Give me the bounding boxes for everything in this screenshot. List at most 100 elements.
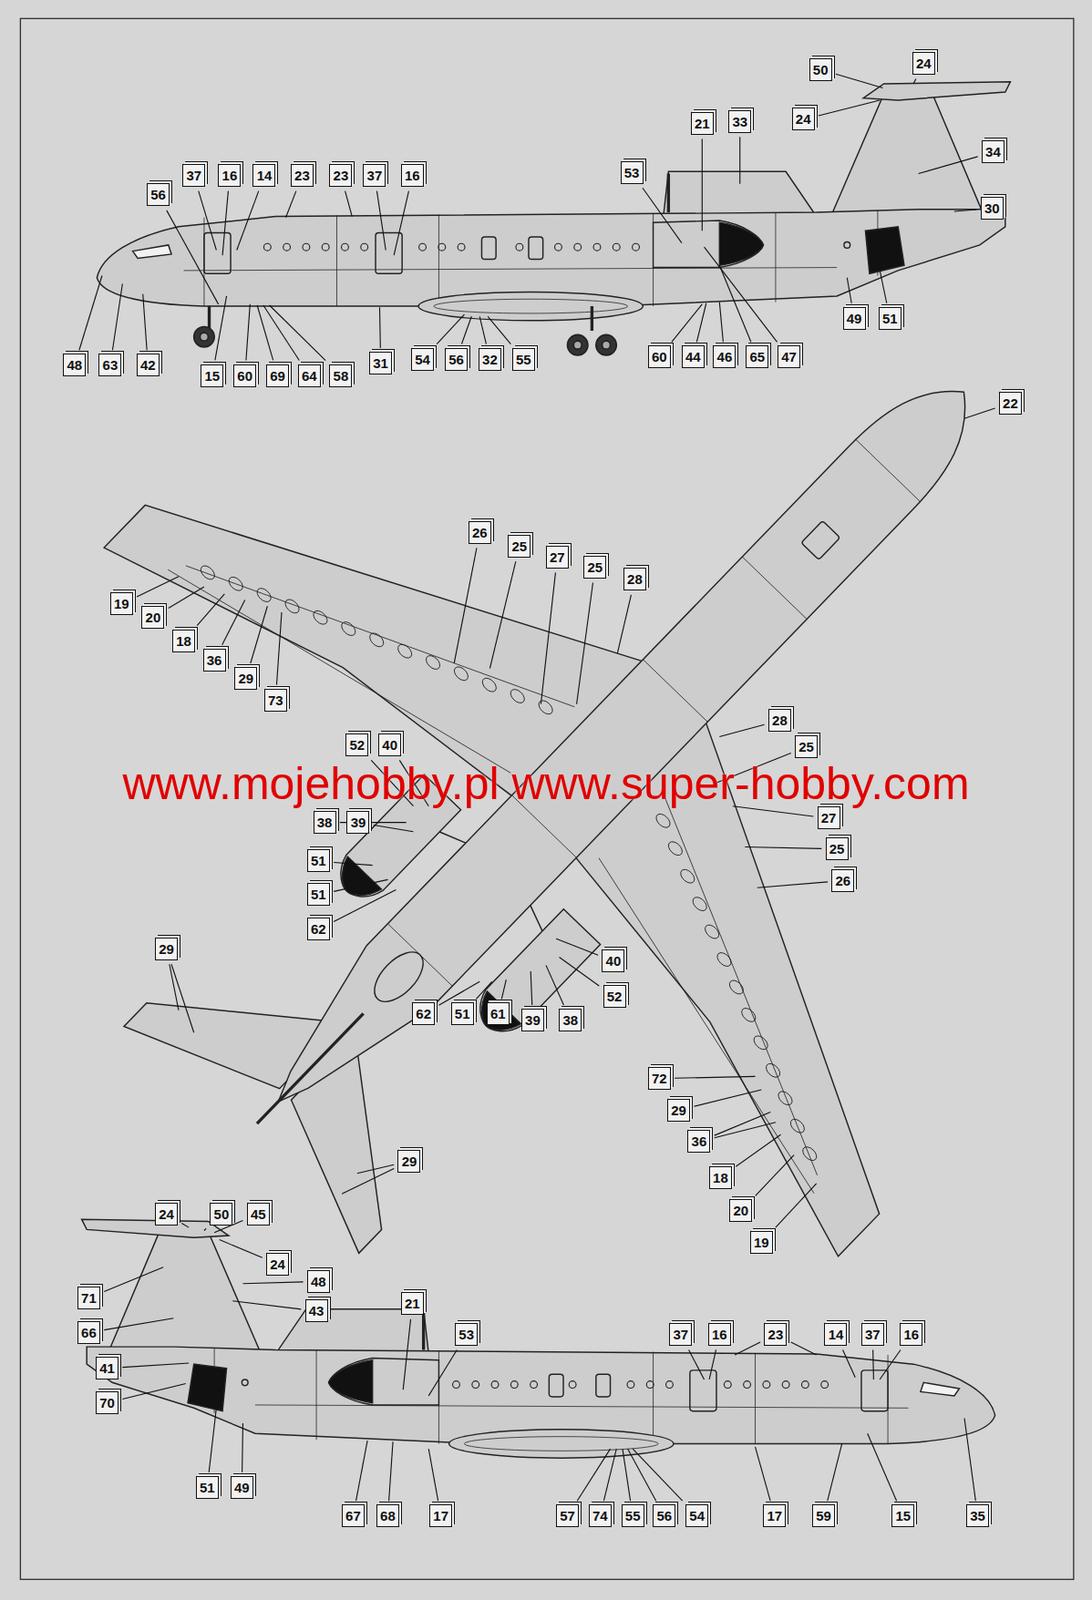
- airframe-line: [282, 597, 302, 616]
- airframe-line: [791, 1342, 817, 1356]
- callout-number: 62: [307, 917, 330, 941]
- airframe-line: [276, 612, 282, 685]
- callout-number: 37: [182, 164, 206, 187]
- airframe-line: [387, 439, 920, 987]
- callout-number: 61: [486, 1002, 510, 1026]
- airframe-line: [843, 1349, 856, 1378]
- callout-number: 56: [444, 348, 468, 371]
- airframe-line: [246, 360, 997, 1134]
- callout-number: 53: [620, 161, 644, 185]
- callout-number: 20: [729, 1199, 753, 1223]
- airframe-line: [559, 957, 600, 987]
- airframe-line: [208, 1408, 217, 1474]
- airframe-line: [467, 909, 600, 1045]
- airframe-line: [232, 1301, 301, 1310]
- airframe-line: [246, 304, 250, 361]
- airframe-line: [356, 1441, 368, 1502]
- airframe-line: [632, 1449, 683, 1502]
- frame: [20, 18, 1073, 1580]
- callout-number: 32: [478, 348, 502, 371]
- callout-number: 57: [556, 1504, 579, 1528]
- airframe-line: [199, 332, 208, 341]
- airframe-line: [367, 630, 387, 650]
- watermark: www.mojehobby.pl www.super-hobby.com: [122, 761, 969, 807]
- landing-gear: [194, 306, 618, 356]
- airframe-line: [535, 698, 556, 717]
- callout-number: 66: [77, 1321, 101, 1345]
- callout-number: 27: [546, 546, 569, 569]
- callout-number: 47: [777, 345, 801, 369]
- callout-number: 38: [313, 811, 337, 835]
- airframe-line: [755, 1155, 794, 1197]
- callout-number: 41: [95, 1357, 119, 1381]
- callout-number: 24: [912, 51, 936, 75]
- airframe-line: [714, 1112, 772, 1137]
- callout-number: 16: [401, 164, 424, 187]
- airframe-line: [530, 971, 533, 1006]
- callout-number: 25: [825, 837, 849, 861]
- callout-number: 52: [603, 985, 627, 1009]
- airframe-line: [222, 191, 228, 257]
- callout-number: 24: [792, 107, 815, 131]
- airframe-line: [136, 576, 179, 598]
- callout-number: 62: [412, 1002, 435, 1026]
- callout-number: 60: [648, 345, 671, 369]
- airframe-line: [719, 265, 752, 342]
- callout-number: 48: [307, 1270, 330, 1294]
- airframe-line: [333, 890, 396, 923]
- airframe-line: [617, 595, 631, 654]
- airframe-line: [546, 965, 564, 1006]
- airframe-line: [215, 296, 227, 361]
- airframe-line: [341, 1168, 394, 1195]
- airframe-line: [241, 1423, 244, 1474]
- airframe-line: [879, 1349, 901, 1380]
- callout-number: 24: [154, 1203, 178, 1226]
- airframe-line: [257, 1013, 364, 1124]
- callout-number: 73: [264, 689, 288, 712]
- callout-number: 49: [230, 1476, 254, 1500]
- airframe-line: [393, 191, 409, 257]
- callout-number: 34: [981, 140, 1005, 164]
- airframe-line: [678, 866, 698, 886]
- airframe-line: [196, 594, 225, 627]
- airframe-line: [735, 1134, 781, 1167]
- airframe-line: [329, 856, 382, 908]
- callout-number: 23: [329, 164, 352, 187]
- callout-number: 29: [234, 667, 258, 691]
- airframe-line: [666, 839, 686, 858]
- airframe-line: [436, 314, 464, 344]
- airframe-line: [818, 100, 880, 116]
- callout-number: 50: [809, 58, 833, 82]
- callout-number: 28: [768, 709, 792, 732]
- airframe-line: [751, 1033, 771, 1052]
- airframe-line: [226, 574, 246, 593]
- callout-number: 14: [252, 164, 276, 187]
- airframe-line: [254, 586, 274, 605]
- airframe-line: [918, 156, 979, 175]
- airframe-line: [689, 1349, 705, 1380]
- airframe-line: [714, 1122, 776, 1139]
- airframe-line: [250, 606, 268, 664]
- airframe-line: [727, 978, 747, 997]
- callout-number: 70: [95, 1391, 119, 1415]
- airframe-line: [103, 1267, 164, 1293]
- airframe-line: [236, 191, 259, 251]
- callout-number: 67: [341, 1504, 365, 1528]
- callout-number: 29: [154, 937, 178, 961]
- airframe-line: [628, 1449, 657, 1502]
- airframe-line: [339, 619, 359, 639]
- airframe-line: [79, 276, 103, 351]
- airframe-line: [122, 1363, 189, 1369]
- airframe-line: [674, 1076, 755, 1079]
- airframe-line: [714, 950, 734, 969]
- callout-number: 58: [329, 364, 352, 388]
- airframe-line: [556, 938, 598, 956]
- callout-number: 15: [891, 1504, 915, 1528]
- callout-number: 55: [621, 1504, 645, 1528]
- airframe-line: [744, 847, 822, 850]
- airframe-line: [198, 563, 218, 582]
- airframe-line: [257, 305, 274, 361]
- airframe-line: [204, 1228, 207, 1231]
- airframe-line: [739, 1006, 759, 1025]
- airframe-line: [489, 561, 516, 670]
